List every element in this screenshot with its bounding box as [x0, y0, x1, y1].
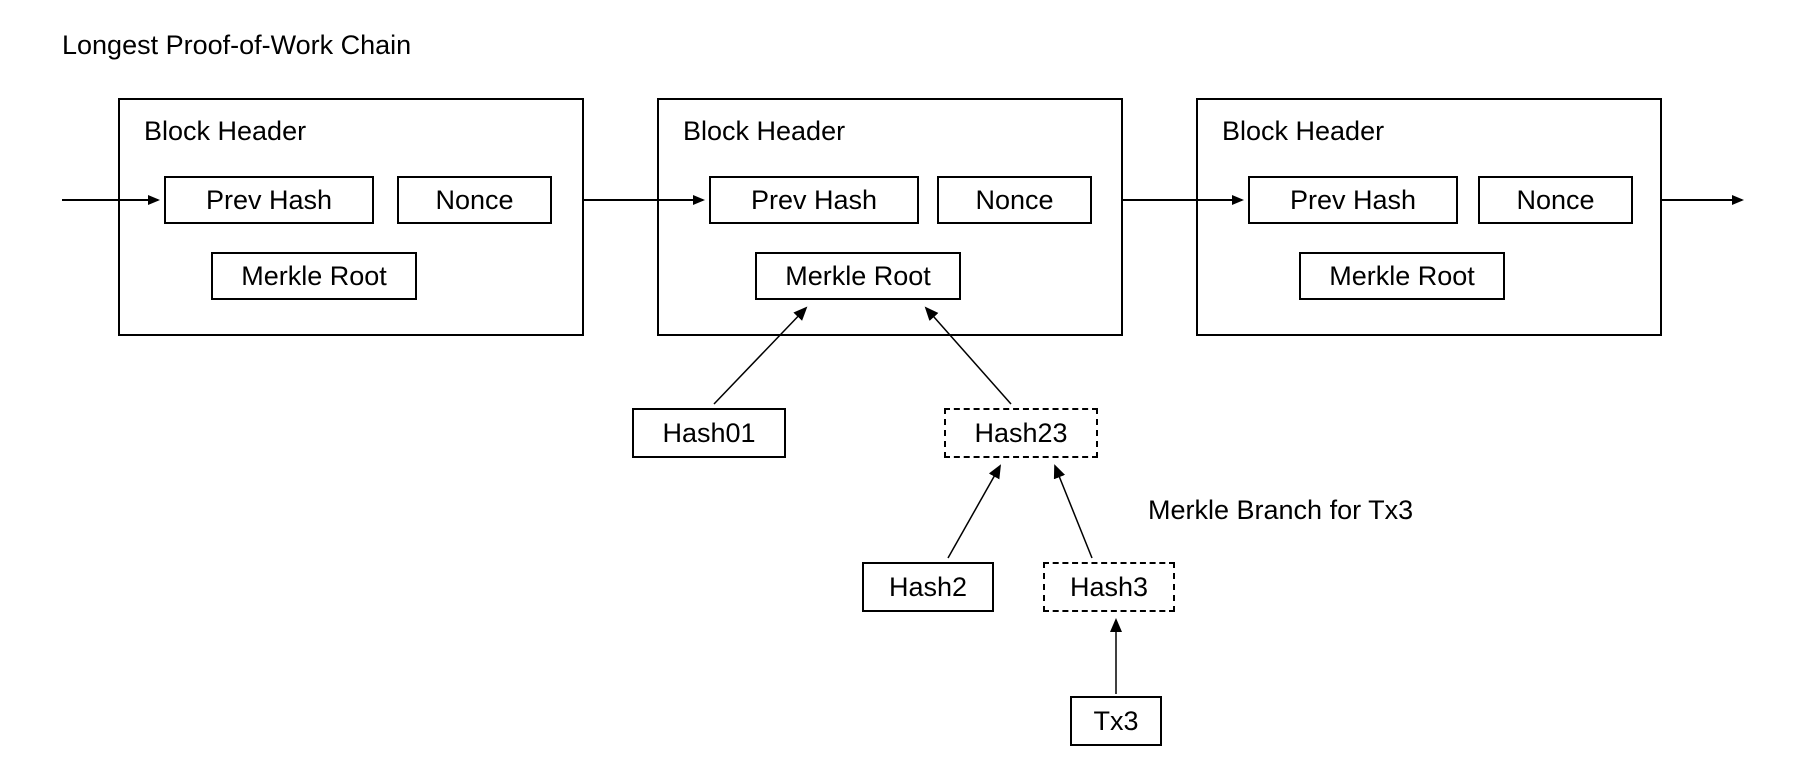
block-3-prev-hash-field[interactable]: Prev Hash	[1248, 176, 1458, 224]
page-title: Longest Proof-of-Work Chain	[62, 30, 412, 60]
edge-hash3-to-hash23	[1053, 464, 1093, 559]
merkle-branch-label: Merkle Branch for Tx3	[1148, 495, 1414, 525]
block-header-3-title: Block Header	[1222, 116, 1385, 146]
block-2-prev-hash-field[interactable]: Prev Hash	[709, 176, 919, 224]
merkle-node-hash23[interactable]: Hash23	[944, 408, 1098, 458]
block-1-merkle-root-field[interactable]: Merkle Root	[211, 252, 417, 300]
merkle-node-hash3[interactable]: Hash3	[1043, 562, 1175, 612]
block-1-nonce-field[interactable]: Nonce	[397, 176, 552, 224]
block-header-1-title: Block Header	[144, 116, 307, 146]
block-3-nonce-field[interactable]: Nonce	[1478, 176, 1633, 224]
edge-hash2-to-hash23	[947, 464, 1001, 559]
block-header-2-title: Block Header	[683, 116, 846, 146]
merkle-node-hash2[interactable]: Hash2	[862, 562, 994, 612]
block-1-prev-hash-field[interactable]: Prev Hash	[164, 176, 374, 224]
block-2-nonce-field[interactable]: Nonce	[937, 176, 1092, 224]
merkle-node-hash01[interactable]: Hash01	[632, 408, 786, 458]
block-2-merkle-root-field[interactable]: Merkle Root	[755, 252, 961, 300]
block-3-merkle-root-field[interactable]: Merkle Root	[1299, 252, 1505, 300]
merkle-node-tx3[interactable]: Tx3	[1070, 696, 1162, 746]
